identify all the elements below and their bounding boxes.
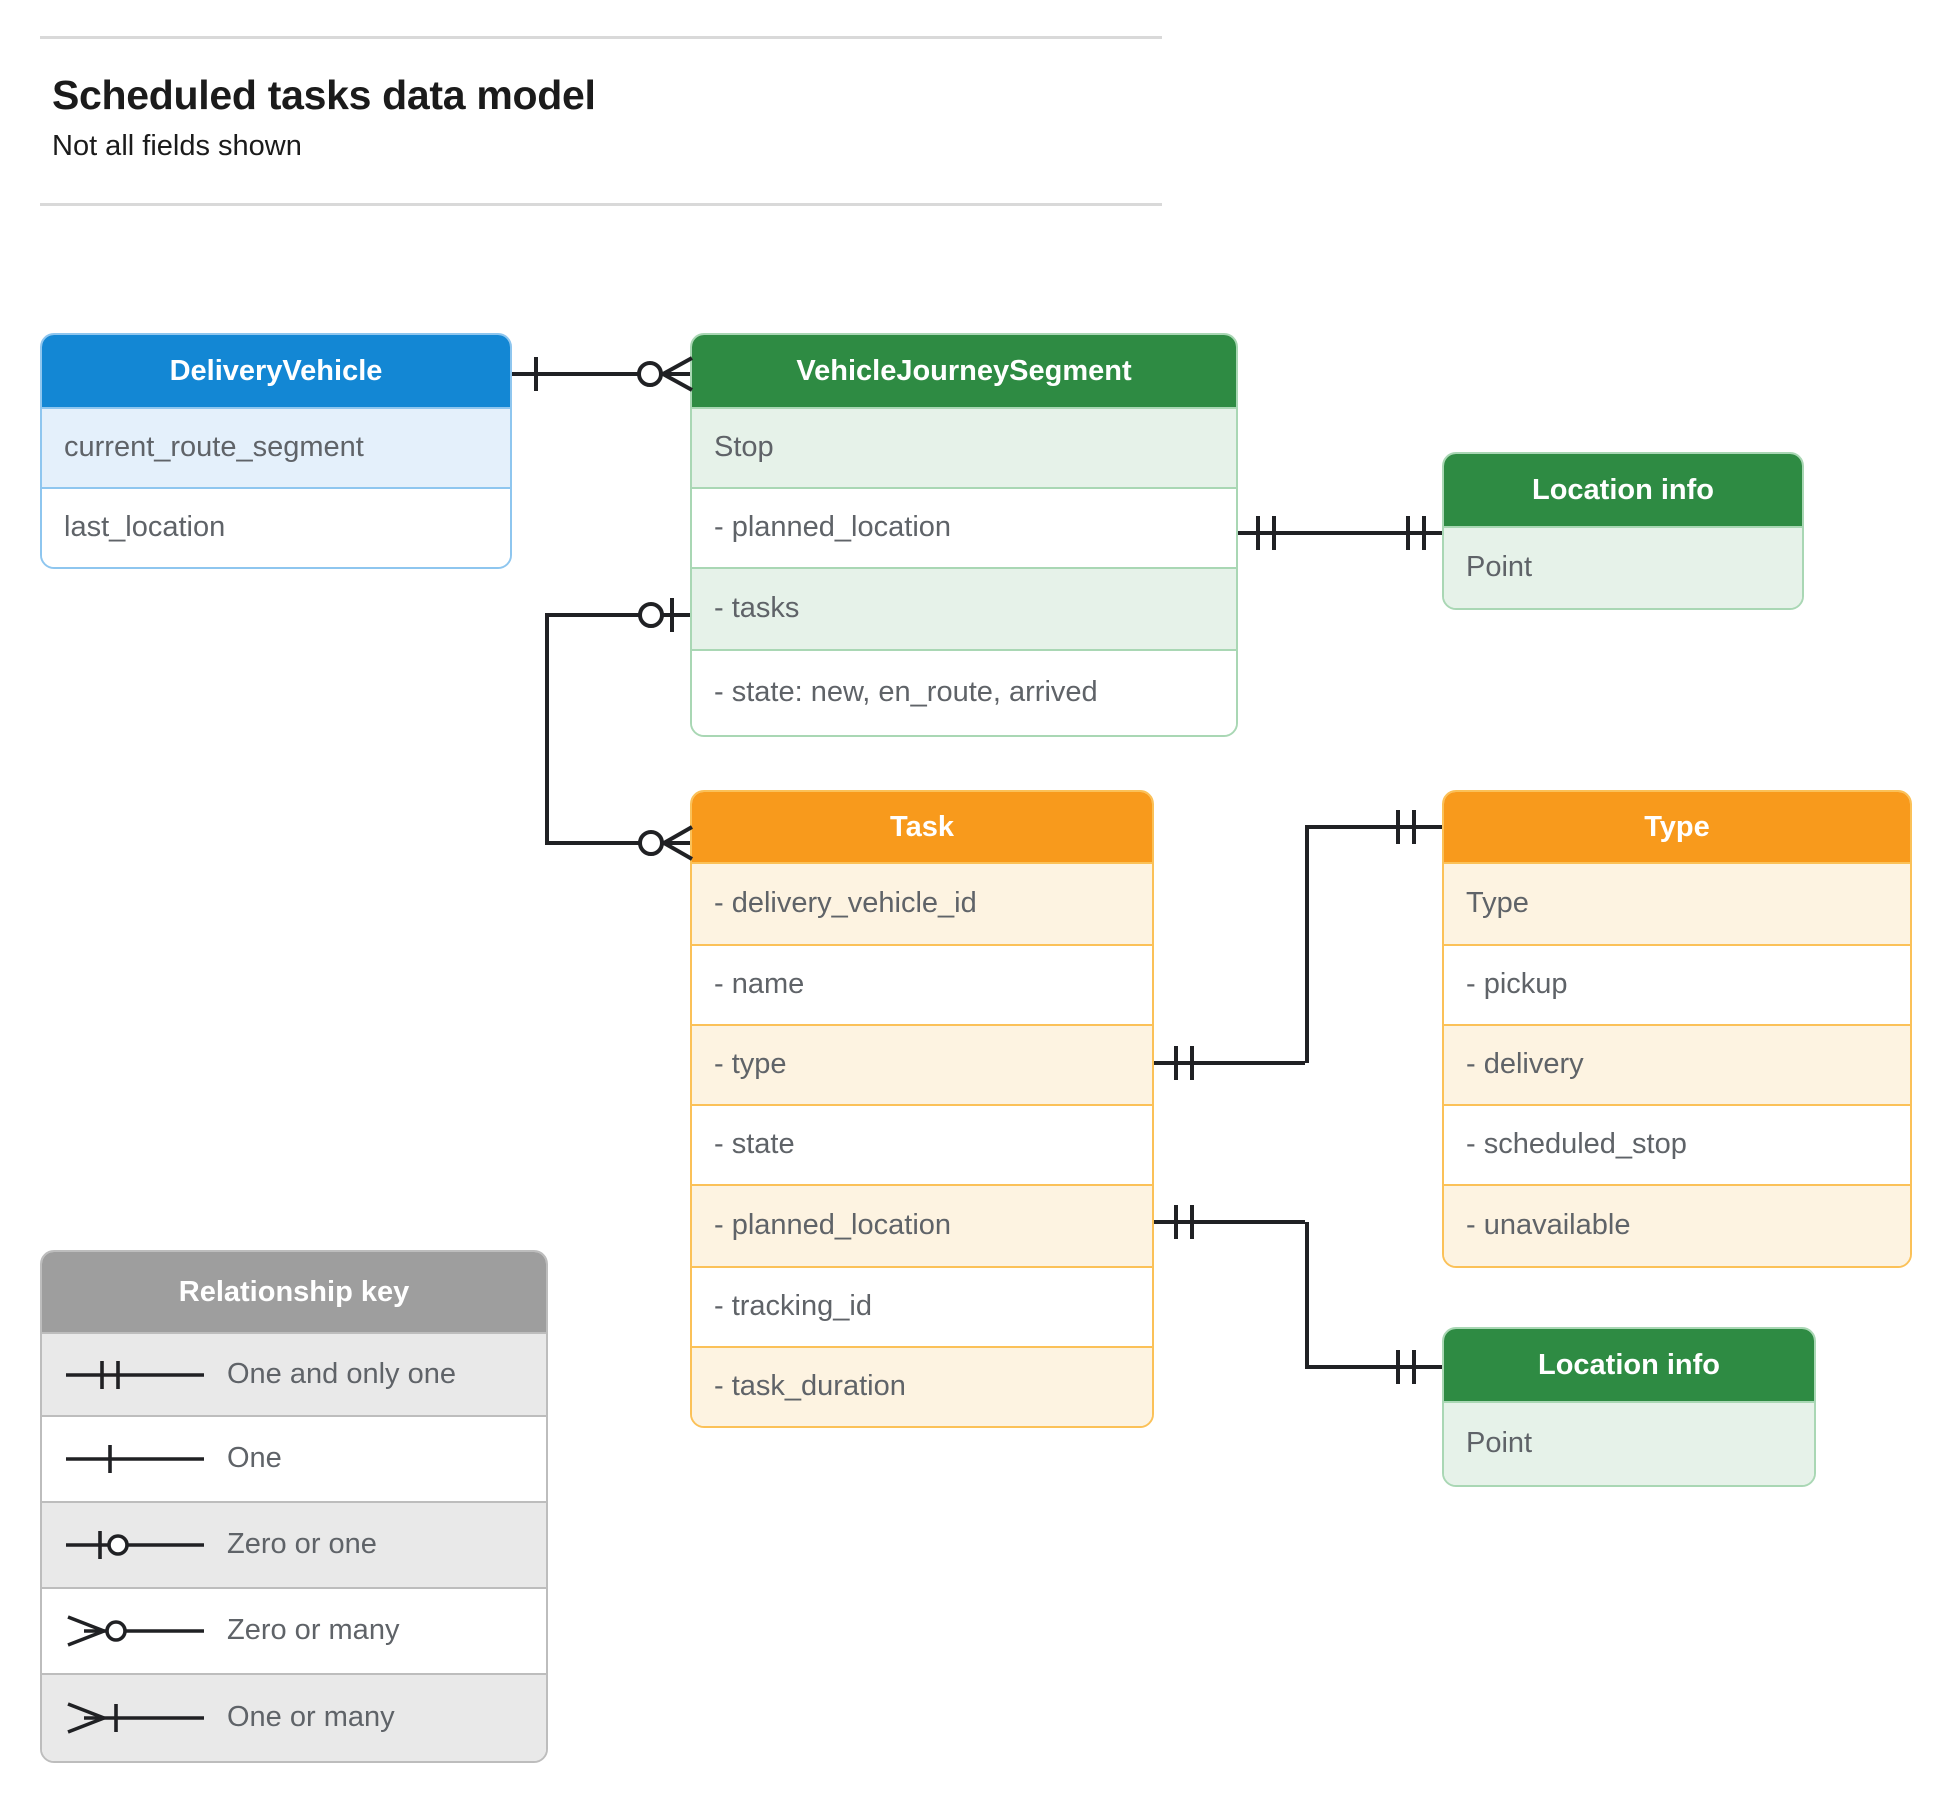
legend-label-zero-or-many: Zero or many (227, 1614, 400, 1647)
field-current-route-segment: current_route_segment (42, 407, 510, 487)
page-subtitle: Not all fields shown (52, 130, 302, 162)
field-stop: Stop (692, 407, 1236, 487)
relationship-key-legend[interactable]: Relationship key One and only one (40, 1250, 548, 1763)
legend-label-one-or-many: One or many (227, 1701, 395, 1734)
entity-title-task: Task (692, 792, 1152, 862)
header-divider-bottom (40, 203, 1162, 206)
connector-task-type-type (1154, 810, 1442, 1080)
field-task-state: - state (692, 1104, 1152, 1184)
entity-title-delivery-vehicle: DeliveryVehicle (42, 335, 510, 407)
field-type-scheduled-stop: - scheduled_stop (1444, 1104, 1910, 1184)
legend-label-zero-or-one: Zero or one (227, 1528, 377, 1561)
legend-item-zero-or-many: Zero or many (42, 1587, 546, 1673)
field-task-name: - name (692, 944, 1152, 1024)
entity-location-info-top[interactable]: Location info Point (1442, 452, 1804, 610)
legend-label-one-and-only-one: One and only one (227, 1357, 456, 1390)
page-title: Scheduled tasks data model (52, 72, 596, 118)
field-task-tracking-id: - tracking_id (692, 1266, 1152, 1346)
field-type-delivery: - delivery (1444, 1024, 1910, 1104)
field-type-header: Type (1444, 862, 1910, 944)
entity-title-location-info-top: Location info (1444, 454, 1802, 526)
entity-type[interactable]: Type Type - pickup - delivery - schedule… (1442, 790, 1912, 1268)
legend-item-zero-or-one: Zero or one (42, 1501, 546, 1587)
field-vjs-state: - state: new, en_route, arrived (692, 649, 1236, 735)
connector-vjs-tasks-task (545, 598, 693, 861)
field-task-delivery-vehicle-id: - delivery_vehicle_id (692, 862, 1152, 944)
legend-item-one-or-many: One or many (42, 1673, 546, 1761)
one-or-many-icon (42, 1698, 227, 1738)
entity-title-vehicle-journey-segment: VehicleJourneySegment (692, 335, 1236, 407)
field-type-unavailable: - unavailable (1444, 1184, 1910, 1266)
one-and-only-one-icon (42, 1355, 227, 1395)
legend-title: Relationship key (42, 1252, 546, 1332)
field-task-type: - type (692, 1024, 1152, 1104)
header-divider-top (40, 36, 1162, 39)
entity-delivery-vehicle[interactable]: DeliveryVehicle current_route_segment la… (40, 333, 512, 569)
field-type-pickup: - pickup (1444, 944, 1910, 1024)
connector-deliveryvehicle-vehiclejourneysegment (512, 356, 693, 392)
entity-title-type: Type (1444, 792, 1910, 862)
entity-vehicle-journey-segment[interactable]: VehicleJourneySegment Stop - planned_loc… (690, 333, 1238, 737)
legend-item-one: One (42, 1415, 546, 1501)
one-icon (42, 1439, 227, 1479)
legend-item-one-and-only-one: One and only one (42, 1332, 546, 1415)
field-location-info-top-point: Point (1444, 526, 1802, 608)
field-vjs-tasks: - tasks (692, 567, 1236, 649)
connector-vjs-plannedlocation-locationinfo (1238, 516, 1442, 550)
entity-title-location-info-bottom: Location info (1444, 1329, 1814, 1401)
zero-or-many-icon (42, 1611, 227, 1651)
connector-task-plannedlocation-locationinfo (1154, 1205, 1442, 1384)
entity-location-info-bottom[interactable]: Location info Point (1442, 1327, 1816, 1487)
zero-or-one-icon (42, 1525, 227, 1565)
field-location-info-bottom-point: Point (1444, 1401, 1814, 1485)
field-task-planned-location: - planned_location (692, 1184, 1152, 1266)
field-last-location: last_location (42, 487, 510, 567)
legend-label-one: One (227, 1442, 282, 1475)
field-task-task-duration: - task_duration (692, 1346, 1152, 1426)
entity-task[interactable]: Task - delivery_vehicle_id - name - type… (690, 790, 1154, 1428)
field-vjs-planned-location: - planned_location (692, 487, 1236, 567)
